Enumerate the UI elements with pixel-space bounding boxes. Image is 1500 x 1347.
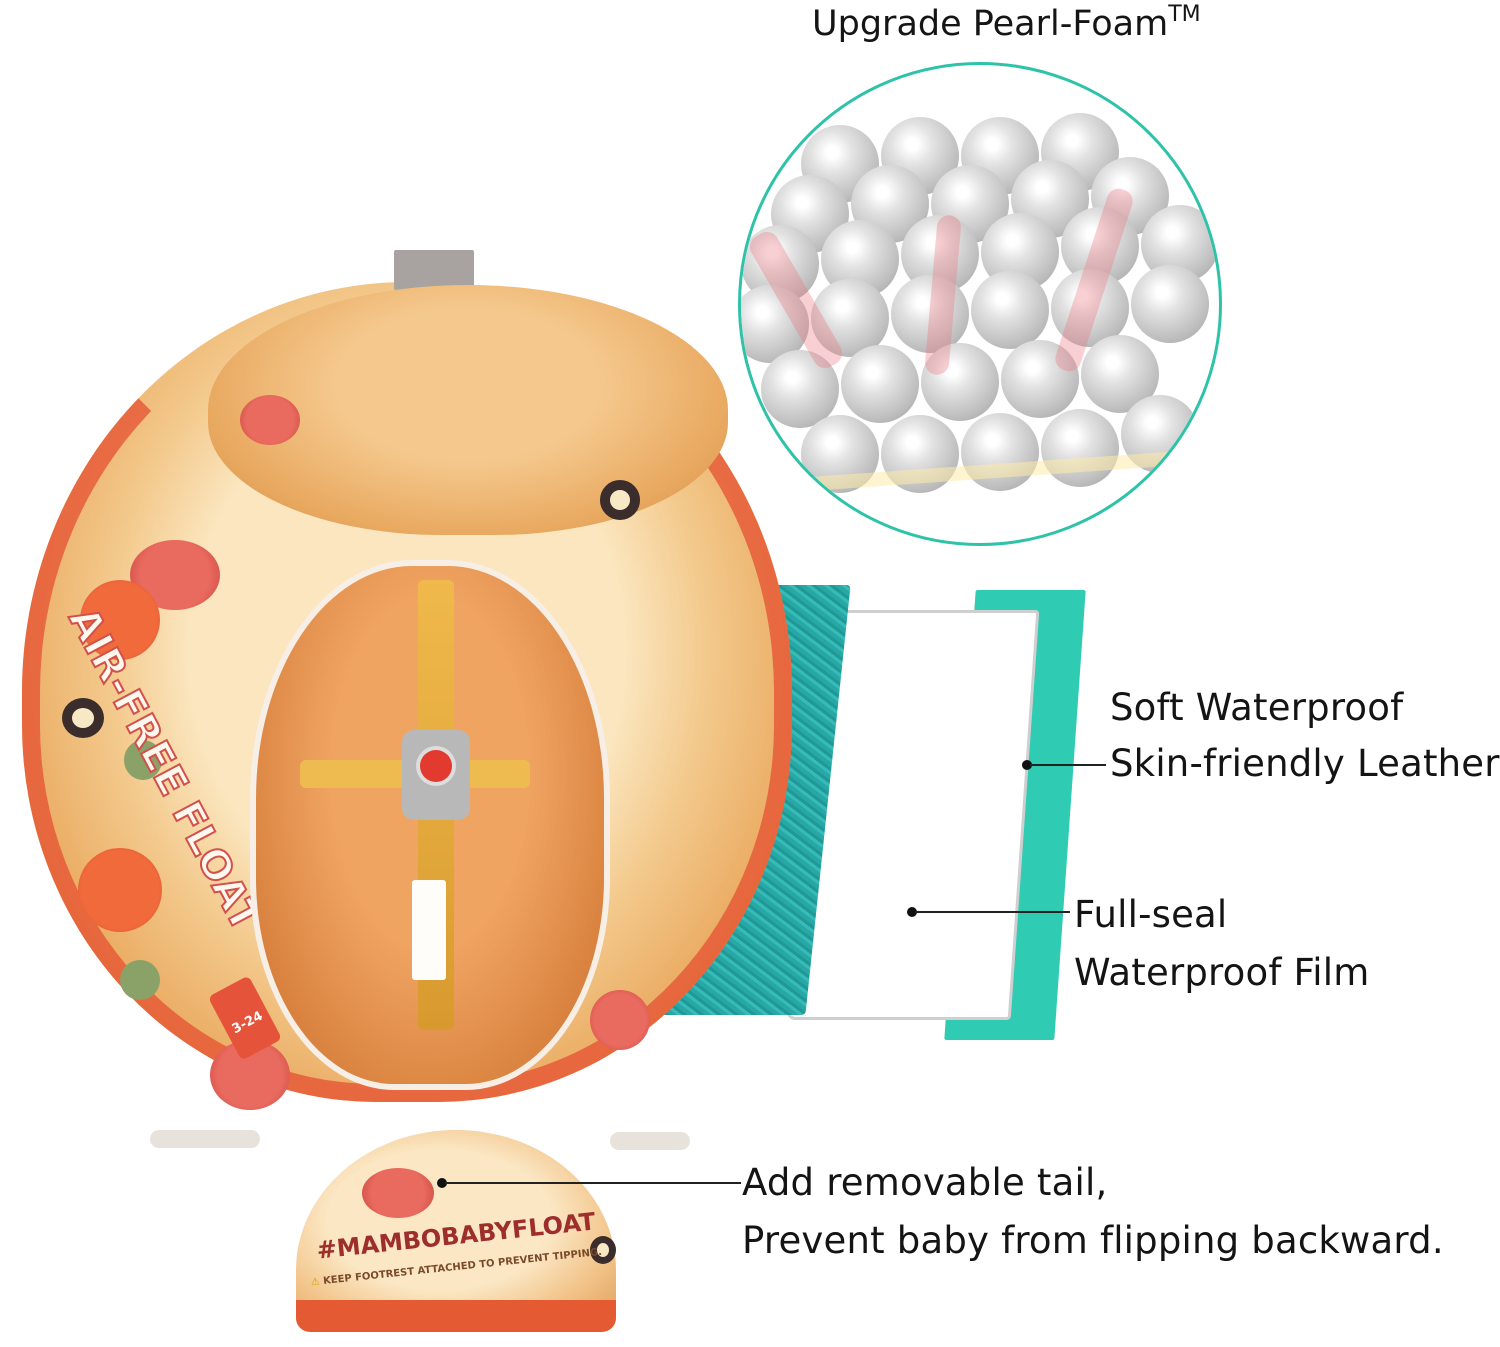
leather-callout-line — [1030, 764, 1106, 766]
leather-callout-line-2: Skin-friendly Leather — [1110, 742, 1500, 785]
olive-graphic — [600, 480, 640, 520]
pepperoni-graphic — [590, 990, 650, 1050]
tail-callout-line-2: Prevent baby from flipping backward. — [742, 1219, 1444, 1262]
film-callout-line — [915, 911, 1070, 913]
age-range: 3-24 — [229, 1008, 266, 1038]
tomato-graphic — [80, 580, 160, 660]
tomato-graphic — [78, 848, 162, 932]
tail-sauce-rim — [296, 1300, 616, 1332]
strap-instruction-label — [412, 880, 446, 980]
leather-callout-line-1: Soft Waterproof — [1110, 686, 1404, 729]
film-callout: Full-seal Waterproof Film — [1074, 886, 1370, 1002]
film-callout-line-2: Waterproof Film — [1074, 951, 1370, 994]
leather-callout: Soft Waterproof Skin-friendly Leather — [1110, 680, 1500, 792]
pepperoni-graphic — [240, 395, 300, 445]
tail-connector-right — [610, 1132, 690, 1150]
feature-heading: Upgrade Pearl-FoamTM — [812, 2, 1201, 44]
tail-callout: Add removable tail, Prevent baby from fl… — [742, 1154, 1444, 1270]
tail-callout-line-1: Add removable tail, — [742, 1161, 1108, 1204]
film-callout-line-1: Full-seal — [1074, 893, 1228, 936]
green-olive-graphic — [120, 960, 160, 1000]
tail-callout-line — [445, 1182, 741, 1184]
warning-triangle-icon: ⚠ — [310, 1276, 321, 1289]
buckle-release-button — [420, 750, 452, 782]
tail-callout-dot — [437, 1178, 447, 1188]
green-olive-graphic — [124, 740, 162, 780]
heading-text: Upgrade Pearl-Foam — [812, 4, 1169, 44]
pepperoni-graphic — [362, 1168, 434, 1218]
film-callout-dot — [907, 907, 917, 917]
olive-graphic — [62, 698, 104, 738]
trademark-mark: TM — [1168, 2, 1201, 27]
product-tag — [394, 250, 474, 290]
pearl-foam-illustration — [741, 65, 1219, 543]
leather-callout-dot — [1022, 760, 1032, 770]
tail-connector-left — [150, 1130, 260, 1148]
olive-graphic — [590, 1236, 616, 1264]
pearl-foam-magnifier — [738, 62, 1222, 546]
